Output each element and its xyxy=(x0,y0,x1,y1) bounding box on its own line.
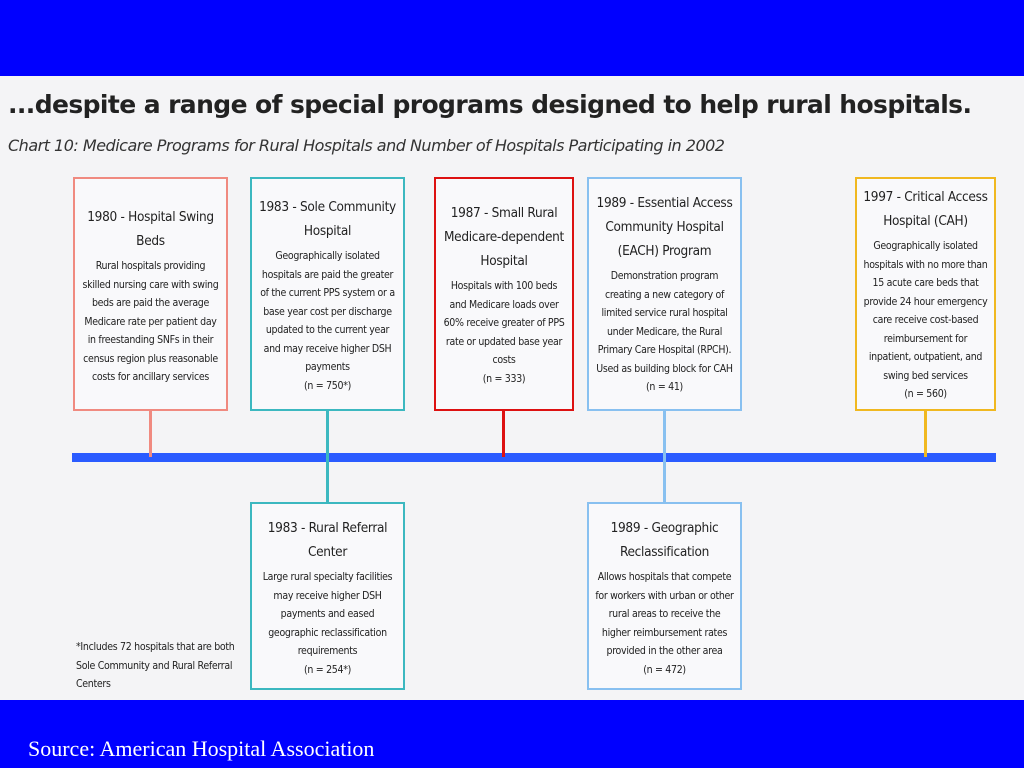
program-title: 1987 - Small Rural Medicare-dependent Ho… xyxy=(443,205,565,269)
program-title: 1989 - Essential Access Community Hospit… xyxy=(596,195,733,259)
program-count: (n = 333) xyxy=(482,372,526,385)
program-title: 1997 - Critical Access Hospital (CAH) xyxy=(863,189,988,229)
top-band xyxy=(0,0,1024,76)
program-description: Geographically isolated hospitals are pa… xyxy=(260,250,395,373)
timeline-bar xyxy=(72,453,996,462)
program-box-rural-referral: 1983 - Rural Referral Center Large rural… xyxy=(250,502,405,690)
program-title: 1989 - Geographic Reclassification xyxy=(610,520,719,560)
program-description: Rural hospitals providing skilled nursin… xyxy=(82,260,219,383)
program-description: Geographically isolated hospitals with n… xyxy=(863,240,988,382)
connector-each-program xyxy=(663,410,666,503)
program-count: (n = 560) xyxy=(904,388,947,400)
program-count: (n = 41) xyxy=(646,381,683,393)
connector-swing-beds xyxy=(149,410,152,457)
footnote: *Includes 72 hospitals that are both Sol… xyxy=(76,641,235,690)
chart-subtitle: Chart 10: Medicare Programs for Rural Ho… xyxy=(8,136,725,155)
program-description: Demonstration program creating a new cat… xyxy=(596,270,733,375)
program-description: Allows hospitals that compete for worker… xyxy=(595,571,734,657)
program-box-geographic-reclassification: 1989 - Geographic Reclassification Allow… xyxy=(587,502,742,690)
program-box-swing-beds: 1980 - Hospital Swing Beds Rural hospita… xyxy=(73,177,228,411)
program-count: (n = 472) xyxy=(643,663,686,676)
slide-headline: ...despite a range of special programs d… xyxy=(8,90,972,119)
program-box-small-rural: 1987 - Small Rural Medicare-dependent Ho… xyxy=(434,177,574,411)
program-box-critical-access: 1997 - Critical Access Hospital (CAH) Ge… xyxy=(855,177,996,411)
connector-small-rural xyxy=(502,410,505,457)
program-title: 1983 - Sole Community Hospital xyxy=(259,199,396,239)
program-description: Large rural specialty facilities may rec… xyxy=(262,571,393,657)
program-count: (n = 750*) xyxy=(303,379,352,392)
program-box-each-program: 1989 - Essential Access Community Hospit… xyxy=(587,177,742,411)
program-title: 1983 - Rural Referral Center xyxy=(267,520,388,560)
program-count: (n = 254*) xyxy=(303,663,352,676)
bottom-band xyxy=(0,700,1024,768)
connector-sole-community xyxy=(326,410,329,503)
program-description: Hospitals with 100 beds and Medicare loa… xyxy=(443,280,565,366)
program-box-sole-community: 1983 - Sole Community Hospital Geographi… xyxy=(250,177,405,411)
source-citation: Source: American Hospital Association xyxy=(28,736,375,761)
program-title: 1980 - Hospital Swing Beds xyxy=(87,209,214,249)
connector-critical-access xyxy=(924,410,927,457)
